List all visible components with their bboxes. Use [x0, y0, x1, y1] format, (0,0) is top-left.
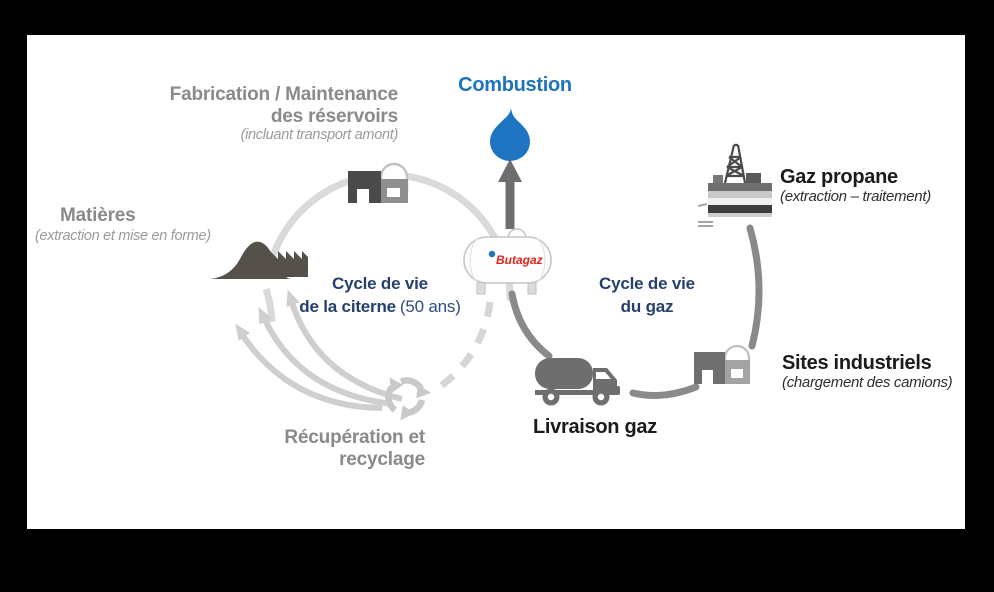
recuperation-block: Récupération et recyclage — [265, 427, 425, 471]
materials-mound-icon — [210, 241, 308, 279]
gaz-propane-block: Gaz propane (extraction – traitement) — [780, 166, 931, 206]
gaz-propane-label: Gaz propane — [780, 166, 898, 188]
gaz-cycle-arcs — [508, 224, 763, 399]
cycle-gaz-line1: Cycle de vie — [599, 274, 695, 293]
fabrication-label-block: Fabrication / Maintenance des réservoirs… — [150, 84, 399, 144]
fabrication-line2: des réservoirs — [270, 106, 398, 128]
cycle-citerne-label: Cycle de vie de la citerne(50 ans) — [295, 273, 465, 319]
cycle-arcs-layer — [235, 159, 763, 411]
tank-brand-text: Butagaz — [496, 253, 543, 267]
citerne-cycle-left-dash — [262, 287, 276, 323]
livraison-label: Livraison gaz — [533, 416, 657, 438]
cycle-citerne-line1: Cycle de vie — [332, 274, 428, 293]
sites-industriels-block: Sites industriels (chargement des camion… — [782, 352, 953, 392]
recuperation-line2: recyclage — [339, 449, 425, 471]
factory-dome-icon-fabrication — [348, 162, 409, 203]
combustion-label: Combustion — [458, 74, 572, 96]
sites-industriels-note: (chargement des camions) — [782, 374, 953, 391]
cycle-gaz-line2: du gaz — [620, 296, 674, 316]
return-arrowheads — [235, 289, 300, 341]
diagram-panel: Butagaz — [27, 35, 965, 529]
flame-icon — [490, 108, 530, 161]
cycle-citerne-duration: (50 ans) — [399, 296, 461, 316]
derrick-tower — [723, 143, 747, 184]
oil-rig-icon — [698, 143, 772, 227]
gaz-propane-note: (extraction – traitement) — [780, 188, 931, 205]
matieres-label: Matières — [60, 205, 136, 226]
gas-tank-icon: Butagaz — [463, 228, 552, 295]
recuperation-line1: Récupération et — [284, 427, 425, 448]
citerne-cycle-dashed-arc — [436, 301, 494, 391]
brand-flame-dot — [488, 250, 496, 258]
sites-industriels-label: Sites industriels — [782, 352, 932, 374]
recycle-icon — [385, 377, 431, 421]
tanker-truck-icon — [535, 358, 620, 406]
rig-caption-marks — [698, 203, 713, 227]
factory-dome-icon-sites — [694, 344, 751, 384]
cycle-gaz-label: Cycle de vie du gaz — [582, 273, 712, 319]
fabrication-line1: Fabrication / Maintenance — [169, 84, 399, 105]
fabrication-note: (incluant transport amont) — [240, 127, 399, 144]
up-arrow-icon — [498, 159, 522, 229]
cycle-citerne-line2: de la citerne(50 ans) — [299, 296, 461, 316]
return-arrows-icon — [240, 302, 403, 411]
matieres-note: (extraction et mise en forme) — [35, 228, 211, 244]
tank-body — [463, 236, 552, 284]
